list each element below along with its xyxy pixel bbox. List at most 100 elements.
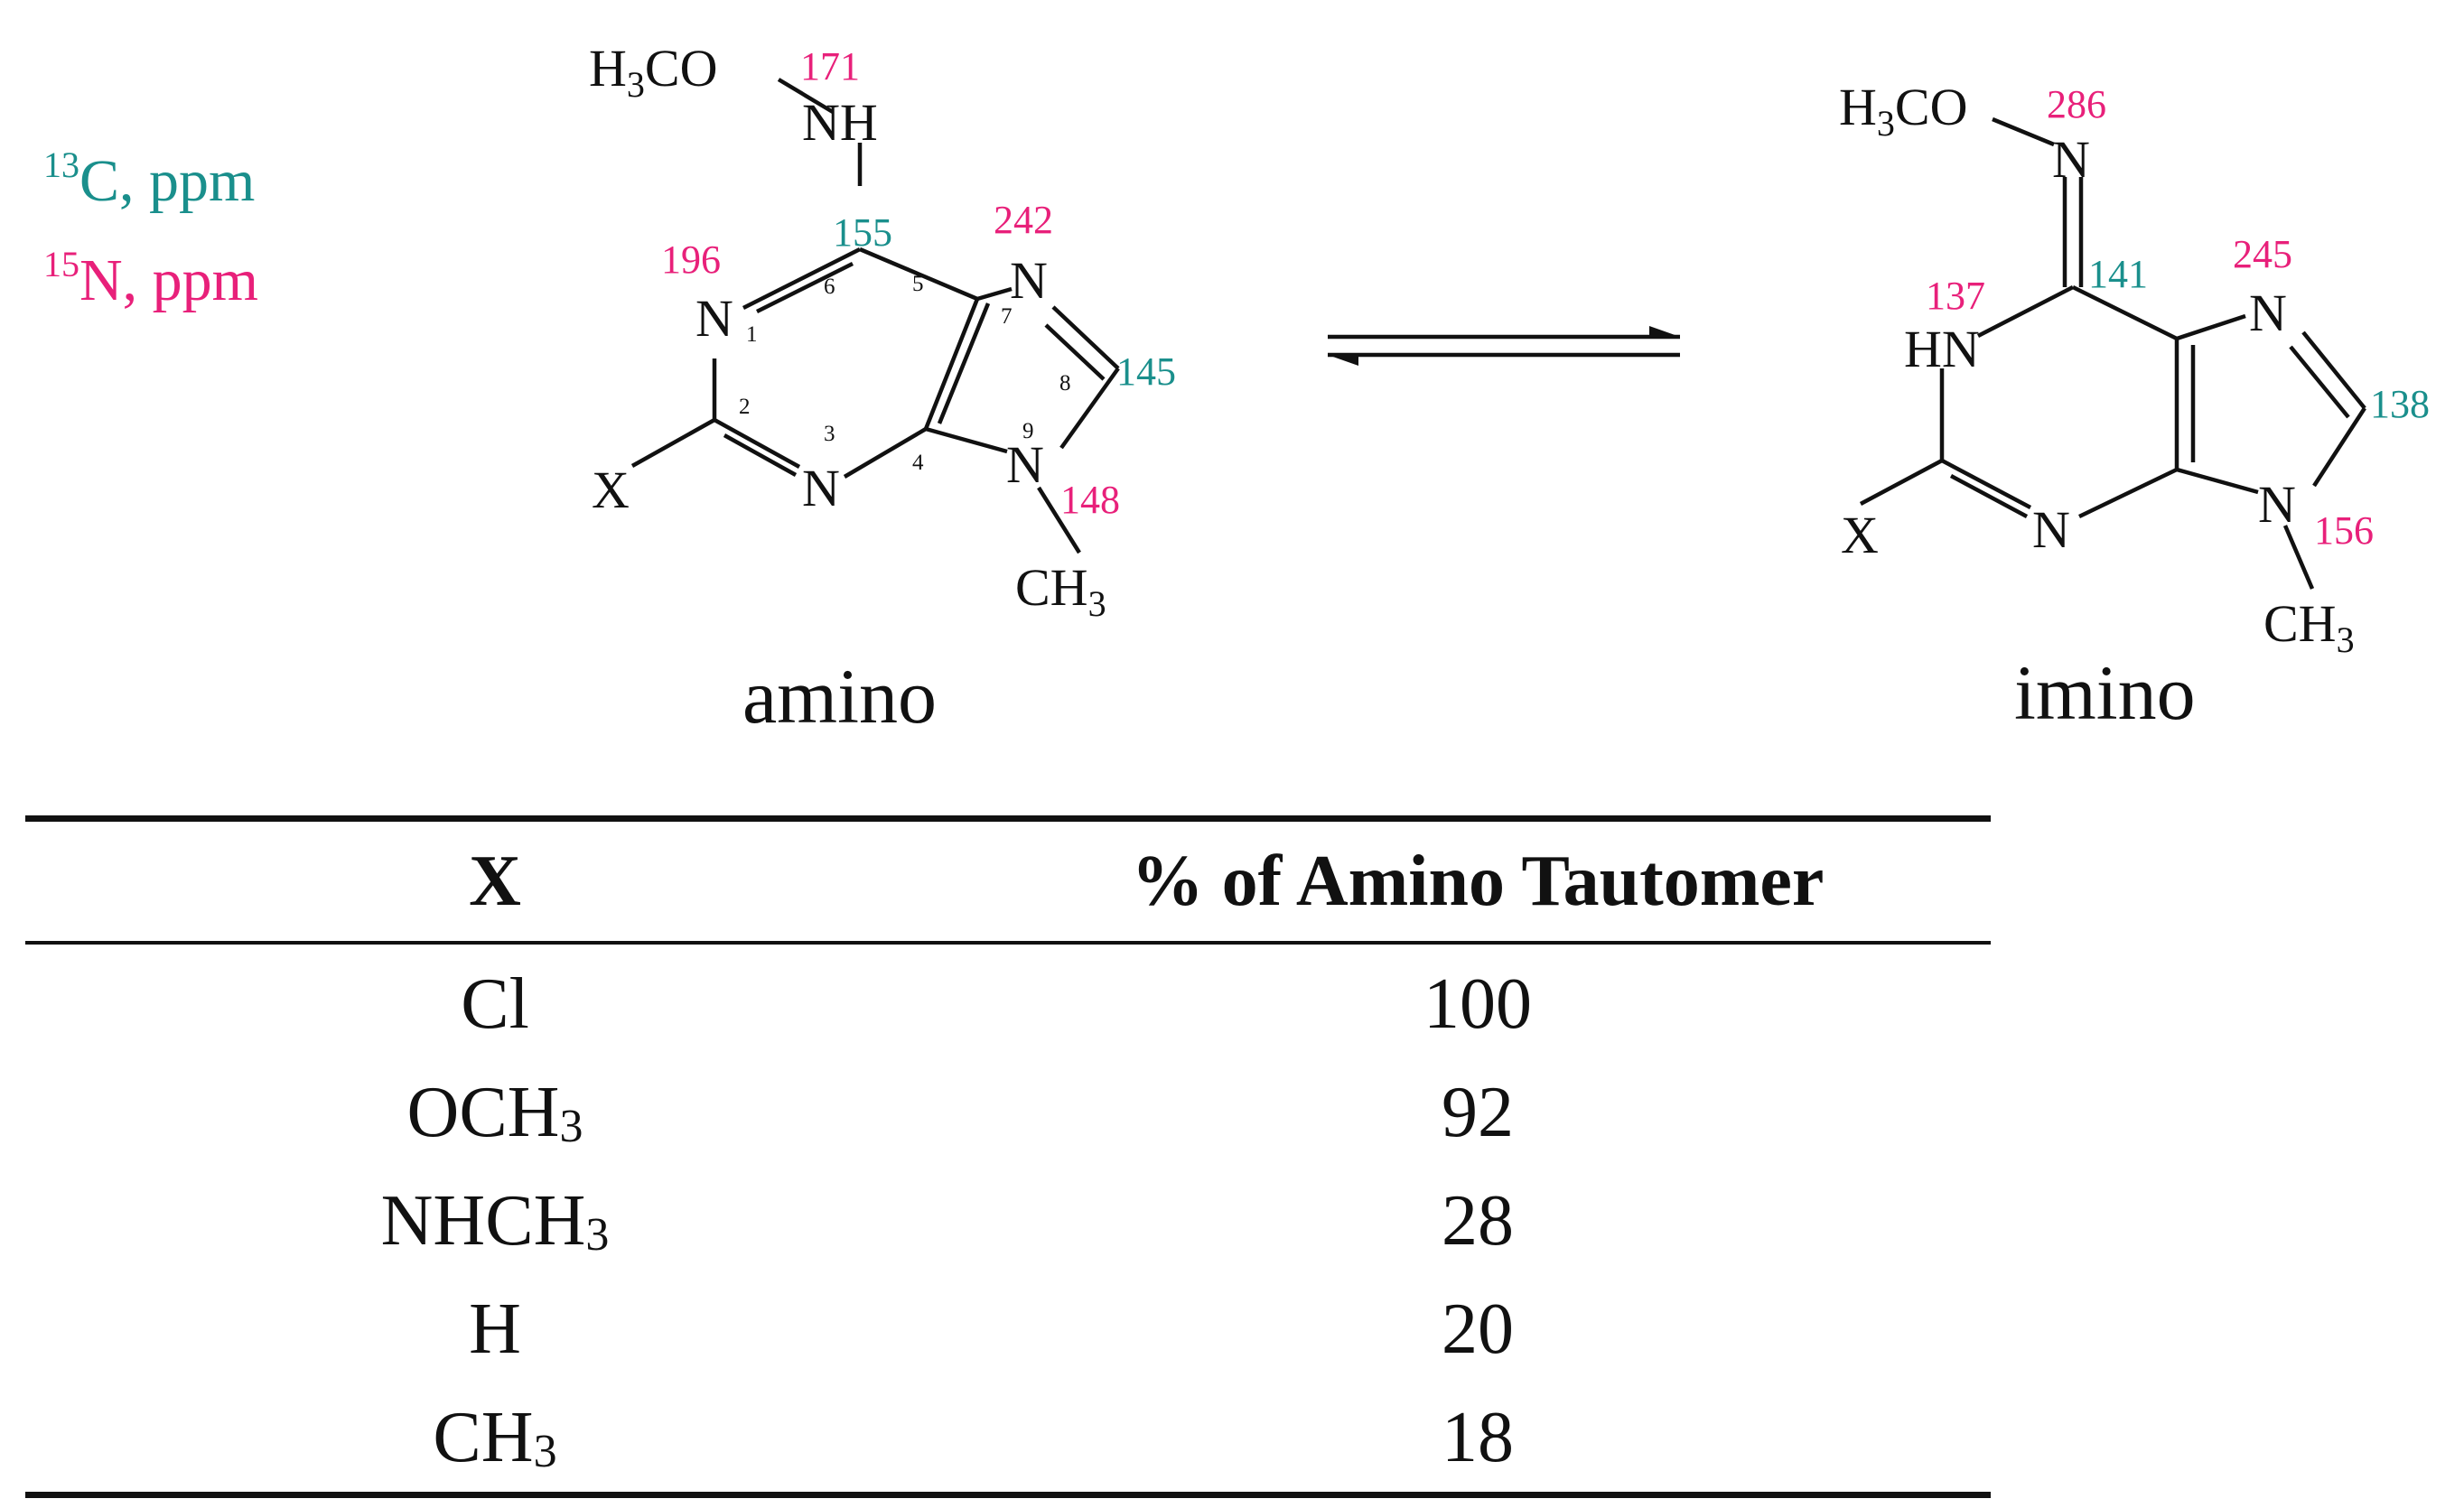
amino-methoxy: H3CO <box>589 39 717 105</box>
position-6: 6 <box>824 275 835 299</box>
bond <box>2176 467 2259 495</box>
imino-shift-n1: 137 <box>1926 274 1985 318</box>
table-row: Cl 100 <box>25 943 1991 1058</box>
bond <box>777 78 835 114</box>
bond <box>2176 313 2246 341</box>
imino-hn: HN <box>1904 320 1980 378</box>
bond <box>630 418 716 468</box>
amino-shift-c6: 155 <box>833 210 892 255</box>
position-5: 5 <box>912 272 924 296</box>
imino-caption: imino <box>2014 649 2196 736</box>
bond <box>2072 284 2178 341</box>
substituent-formula: Cl <box>461 963 529 1044</box>
cell-substituent: CH3 <box>25 1383 965 1498</box>
position-7: 7 <box>1001 304 1013 329</box>
imino-n3: N <box>2032 500 2070 559</box>
amino-n7: N <box>1010 251 1048 310</box>
cell-percent-amino: 92 <box>1442 1072 1514 1152</box>
cell-percent-amino: 100 <box>1423 963 1532 1044</box>
imino-n9: N <box>2258 475 2296 534</box>
imino-methoxy: H3CO <box>1839 78 1967 144</box>
table-header-row: X % of Amino Tautomer <box>25 818 1991 945</box>
bond <box>755 261 854 314</box>
table-row: OCH3 92 <box>25 1058 1991 1167</box>
cell-substituent: H <box>25 1275 965 1383</box>
reaction-scheme: 13C, ppm 15N, ppm H3CO NH N N N N X <box>43 39 2430 740</box>
amino-structure: H3CO NH N N N N X CH3 1 2 3 4 5 6 7 8 9 … <box>589 39 1176 740</box>
amino-shift-n7: 242 <box>994 198 1053 242</box>
substituent-formula: NHCH <box>380 1180 586 1261</box>
bond <box>713 418 801 469</box>
header-x: X <box>25 818 965 945</box>
bond <box>1976 284 2075 339</box>
position-1: 1 <box>746 322 758 347</box>
bond <box>976 286 1013 302</box>
bond <box>923 298 980 430</box>
amino-shift-nh: 171 <box>800 44 860 88</box>
substituent-formula: OCH <box>406 1072 560 1152</box>
amino-shift-n9: 148 <box>1060 478 1120 522</box>
bond <box>1044 323 1106 381</box>
bond <box>843 427 928 479</box>
bond <box>723 433 798 477</box>
amino-methyl: CH3 <box>1015 558 1106 624</box>
bond <box>1037 486 1081 554</box>
bond <box>1949 474 2029 518</box>
amino-n1: N <box>695 289 733 348</box>
amino-shift-n1: 196 <box>661 237 721 282</box>
imino-shift-c6: 141 <box>2088 252 2148 296</box>
header-percent-amino: % of Amino Tautomer <box>965 818 1991 945</box>
bond <box>859 247 978 302</box>
imino-methyl: CH3 <box>2263 594 2355 660</box>
imino-n-exo: N <box>2052 130 2090 189</box>
bond <box>1051 305 1120 370</box>
bond <box>1859 459 1944 506</box>
imino-shift-n9: 156 <box>2314 508 2374 553</box>
position-3: 3 <box>824 422 835 446</box>
substituent-subscript: 3 <box>559 1100 583 1152</box>
substituent-formula: CH <box>433 1397 534 1477</box>
substituent-subscript: 3 <box>533 1425 557 1477</box>
bond <box>937 303 991 424</box>
imino-shift-n7: 245 <box>2233 232 2292 276</box>
amino-caption: amino <box>742 653 937 740</box>
imino-shift-n-exo: 286 <box>2047 82 2106 126</box>
cell-percent-amino: 20 <box>1442 1289 1514 1369</box>
amino-n9: N <box>1006 435 1044 494</box>
imino-shift-c8: 138 <box>2370 382 2430 426</box>
bond <box>1992 116 2055 147</box>
imino-structure: H3CO N HN N N N X CH3 286 137 141 245 13… <box>1839 78 2430 736</box>
bond <box>2289 345 2350 419</box>
bond <box>1059 367 1120 450</box>
legend-nitrogen: 15N, ppm <box>43 244 258 313</box>
position-8: 8 <box>1059 371 1071 396</box>
bond <box>2078 467 2178 519</box>
cell-percent-amino: 18 <box>965 1383 1991 1498</box>
bond <box>2282 525 2315 590</box>
bond <box>1940 459 2032 509</box>
cell-substituent: NHCH3 <box>25 1167 965 1275</box>
amino-n3: N <box>802 459 840 517</box>
amino-nh: NH <box>802 93 878 152</box>
bond <box>742 247 862 311</box>
position-9: 9 <box>1022 419 1034 443</box>
bond <box>2301 330 2366 410</box>
cell-substituent: Cl <box>25 943 965 1058</box>
bond <box>925 426 1008 454</box>
legend-carbon: 13C, ppm <box>43 144 255 214</box>
table-row: H 20 <box>25 1275 1991 1383</box>
cell-substituent: OCH3 <box>25 1058 965 1167</box>
position-2: 2 <box>739 395 751 419</box>
position-4: 4 <box>912 451 924 475</box>
amino-shift-c8: 145 <box>1116 349 1176 394</box>
amino-x: X <box>592 461 630 519</box>
imino-x: X <box>1841 506 1879 564</box>
substituent-formula: H <box>469 1289 521 1369</box>
bond <box>2312 406 2366 488</box>
substituent-subscript: 3 <box>585 1208 610 1261</box>
shift-legend: 13C, ppm 15N, ppm <box>43 144 258 313</box>
